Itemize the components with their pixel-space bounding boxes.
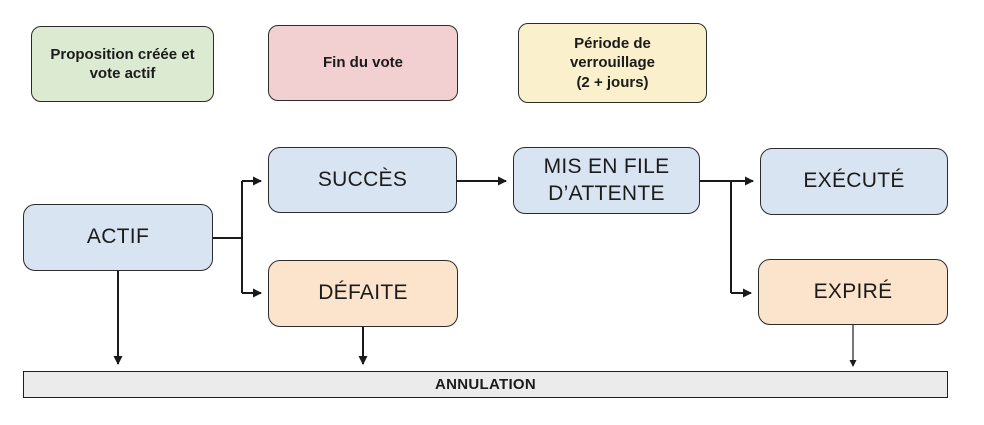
legend-vote-end: Fin du vote — [268, 25, 458, 101]
annulation-label: ANNULATION — [434, 376, 537, 393]
state-mis-en-file-dattente: MIS EN FILE D’ATTENTE — [513, 147, 700, 214]
state-actif: ACTIF — [23, 204, 213, 271]
state-succes: SUCCÈS — [268, 147, 457, 213]
state-defaite: DÉFAITE — [268, 260, 458, 327]
state-execute: EXÉCUTÉ — [760, 148, 948, 215]
state-execute-label: EXÉCUTÉ — [803, 169, 905, 193]
annulation-bar: ANNULATION — [23, 371, 948, 398]
legend-lock-period-label: Période de verrouillage (2 + jours) — [569, 34, 656, 91]
state-succes-label: SUCCÈS — [317, 167, 408, 191]
state-mis-en-file-dattente-label: MIS EN FILE D’ATTENTE — [543, 155, 670, 205]
state-defaite-label: DÉFAITE — [318, 281, 408, 305]
legend-lock-period: Période de verrouillage (2 + jours) — [518, 23, 707, 103]
state-actif-label: ACTIF — [86, 225, 150, 249]
legend-proposal-created: Proposition créée et vote actif — [31, 26, 214, 102]
state-expire: EXPIRÉ — [758, 259, 948, 325]
legend-vote-end-label: Fin du vote — [323, 54, 403, 72]
state-expire-label: EXPIRÉ — [813, 279, 893, 303]
legend-proposal-created-label: Proposition créée et vote actif — [50, 45, 195, 83]
